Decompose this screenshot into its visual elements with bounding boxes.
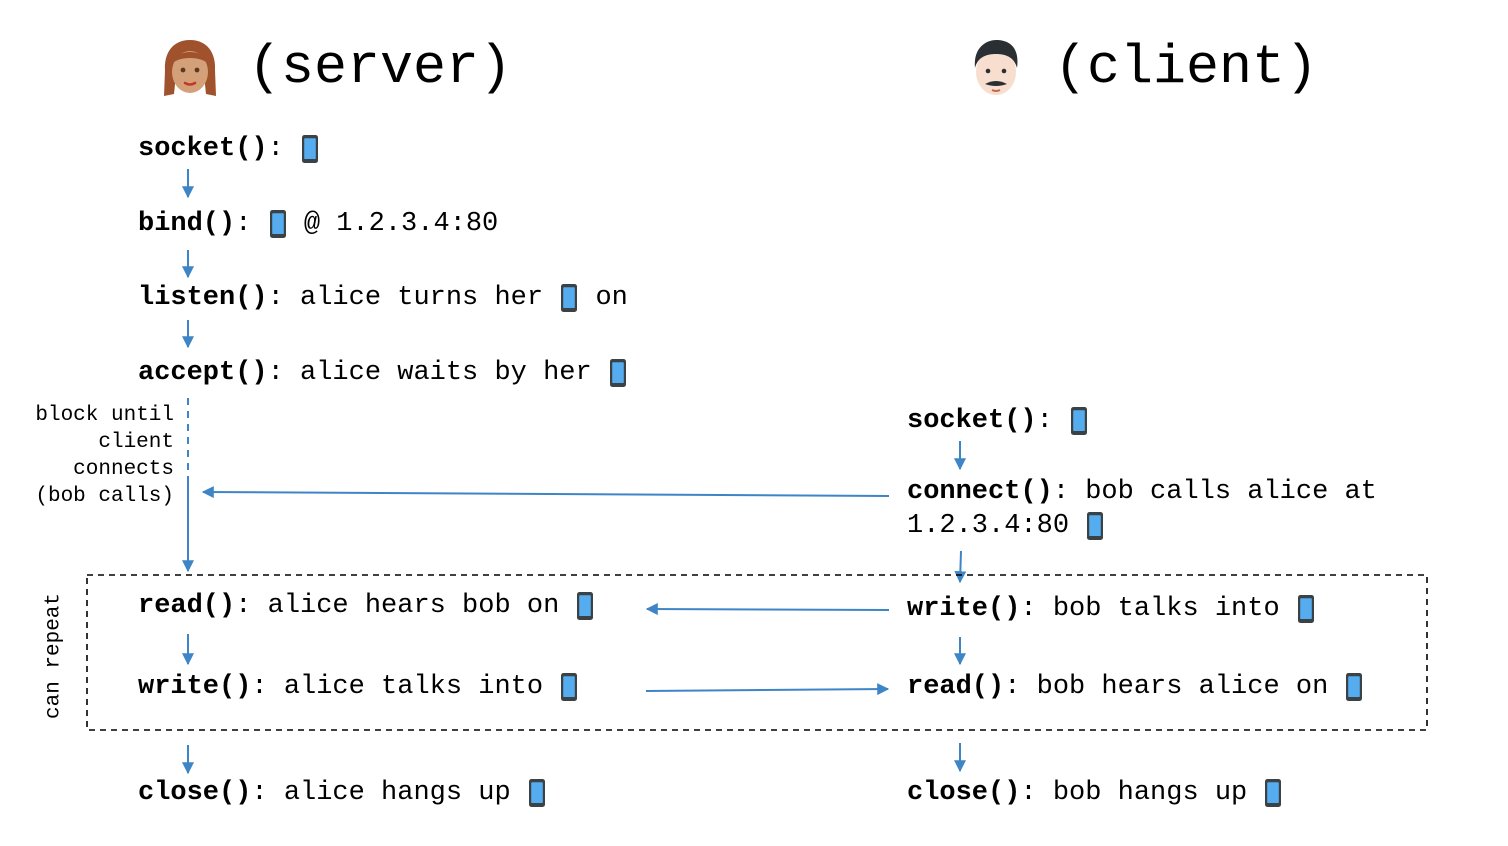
function-name: read() [907, 672, 1005, 702]
client-connect-step: connect(): bob calls alice at [907, 477, 1377, 507]
function-name: close() [907, 778, 1021, 808]
function-name: write() [907, 594, 1021, 624]
function-name: close() [138, 778, 252, 808]
client-title: (client) [968, 36, 1318, 99]
block-note: block until client connects (bob calls) [35, 404, 174, 508]
server-title-text: (server) [248, 36, 513, 99]
client-connect-step-address: 1.2.3.4:80 [907, 509, 1105, 543]
server-close-step: close(): alice hangs up [138, 776, 547, 810]
server-write-step: write(): alice talks into [138, 670, 579, 704]
woman-emoji-icon [164, 39, 216, 96]
server-listen-step: listen(): alice turns her on [138, 283, 628, 313]
function-name: bind() [138, 209, 236, 239]
client-socket-step: socket(): [907, 404, 1089, 438]
function-name: read() [138, 591, 236, 621]
man-emoji-icon [974, 39, 1018, 95]
function-name: socket() [907, 406, 1037, 436]
server-bind-step: bind(): @ 1.2.3.4:80 [138, 209, 499, 239]
client-close-step: close(): bob hangs up [907, 776, 1283, 810]
function-name: socket() [138, 134, 268, 164]
function-name: accept() [138, 358, 268, 388]
arrow-client-write-to-server-read [645, 603, 890, 616]
arrow-server-write-to-client-read [645, 683, 890, 696]
server-accept-step: accept(): alice waits by her [138, 356, 628, 390]
client-title-text: (client) [1054, 36, 1319, 99]
client-read-step: read(): bob hears alice on [907, 670, 1364, 704]
client-write-step: write(): bob talks into [907, 592, 1316, 626]
function-name: write() [138, 672, 252, 702]
server-read-step: read(): alice hears bob on [138, 589, 595, 623]
function-name: listen() [138, 283, 268, 313]
repeat-box [86, 574, 1428, 731]
function-name: connect() [907, 477, 1053, 507]
arrow-connect-to-accept [201, 486, 890, 499]
arrow-connect-to-write [954, 550, 967, 584]
server-title: (server) [162, 36, 512, 99]
server-socket-step: socket(): [138, 132, 320, 166]
